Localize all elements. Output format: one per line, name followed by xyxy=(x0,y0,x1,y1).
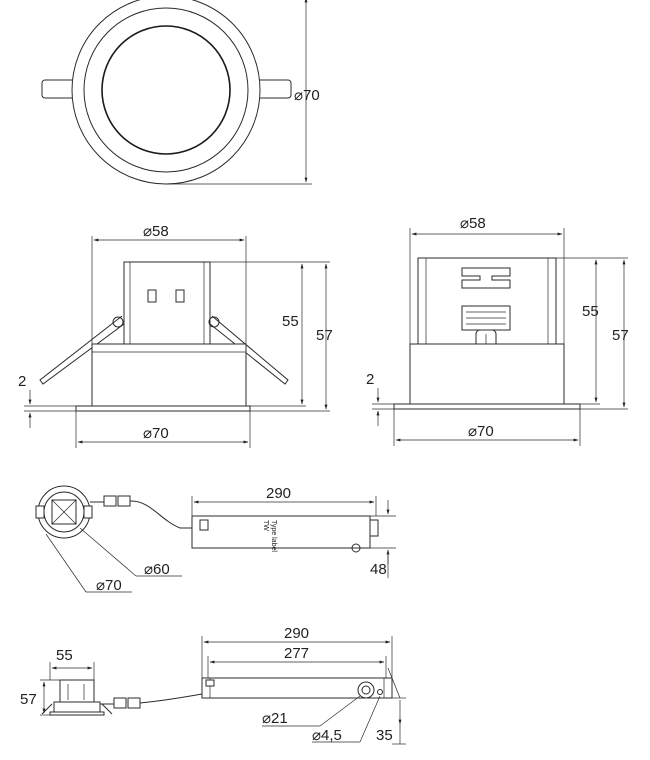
side2-flange: 2 xyxy=(366,371,374,388)
hole-21 xyxy=(357,681,375,699)
small-lamp-box xyxy=(59,679,95,703)
lamp-width: 55 xyxy=(56,647,73,664)
driver-cutout-diameter: ⌀60 xyxy=(144,561,170,578)
spring-left xyxy=(39,315,125,385)
side2-height-outer: 57 xyxy=(612,327,629,344)
hole-4-5 xyxy=(377,689,383,695)
lamp-body-2 xyxy=(409,343,565,405)
flange-2 xyxy=(393,403,581,410)
lamp-body xyxy=(91,343,247,407)
driver-side-view: 55 57 290 277 ⌀21 ⌀ xyxy=(20,625,406,745)
offset-label: 35 xyxy=(376,727,393,744)
side2-top-diameter: ⌀58 xyxy=(460,215,486,232)
driver-box xyxy=(123,261,211,345)
side2-bottom-diameter: ⌀70 xyxy=(468,423,494,440)
side1-top-diameter: ⌀58 xyxy=(143,223,169,240)
connector-top xyxy=(103,495,117,507)
inner-ring xyxy=(83,7,249,173)
side-view-2: ⌀58 55 57 2 ⌀70 xyxy=(366,215,629,446)
top-view-diameter-label: ⌀70 xyxy=(294,87,320,104)
hole-small-label: ⌀4,5 xyxy=(312,727,342,744)
driver-outer-diameter: ⌀70 xyxy=(96,577,122,594)
side1-flange: 2 xyxy=(18,373,26,390)
side-view-1: ⌀58 55 57 2 ⌀70 xyxy=(18,223,333,448)
flange xyxy=(75,405,251,412)
driver-side-length-inner: 277 xyxy=(284,645,309,662)
lens xyxy=(101,25,231,155)
outer-ring xyxy=(71,0,261,185)
side1-height-inner: 55 xyxy=(282,313,299,330)
driver-side-length-outer: 290 xyxy=(284,625,309,642)
hole-large-label: ⌀21 xyxy=(262,710,288,727)
lamp-height: 57 xyxy=(20,691,37,708)
type-label-tw: TW xyxy=(262,520,269,531)
side1-bottom-diameter: ⌀70 xyxy=(143,425,169,442)
connector-slot-right xyxy=(175,289,185,303)
top-view: ⌀70 xyxy=(41,0,320,185)
connector-slot-left xyxy=(147,289,157,303)
side1-height-outer: 57 xyxy=(316,327,333,344)
h-connector xyxy=(461,267,511,289)
driver-top-length: 290 xyxy=(266,485,291,502)
driver-unit xyxy=(191,515,371,549)
driver-side-unit xyxy=(201,677,393,699)
driver-top-height: 48 xyxy=(370,561,387,578)
driver-top-view: TW Type label 290 48 ⌀60 ⌀70 xyxy=(35,485,396,594)
type-label-text: Type label xyxy=(270,520,277,552)
side2-height-inner: 55 xyxy=(582,303,599,320)
spring-right xyxy=(209,315,289,385)
